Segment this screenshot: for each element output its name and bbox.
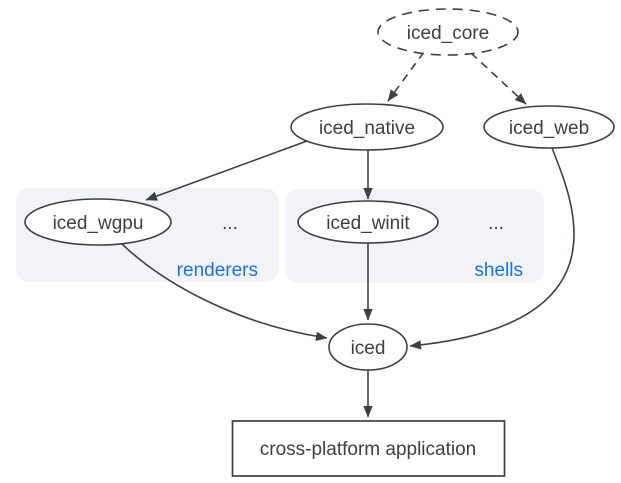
cross-platform-application-label: cross-platform application: [260, 439, 476, 460]
edges: [121, 51, 575, 418]
edge-iced_core-iced_web: [470, 52, 527, 105]
iced-wgpu-ellipse: [24, 198, 172, 246]
node-cross-platform-application: cross-platform application: [231, 420, 506, 477]
node-iced: iced: [328, 323, 408, 371]
iced-native-label: iced_native: [319, 118, 415, 139]
iced-winit-label: iced_winit: [326, 213, 410, 234]
shells-group-label: shells: [474, 260, 523, 281]
iced-core-label: iced_core: [407, 23, 489, 44]
edge-iced_web-iced: [409, 147, 575, 350]
edge-iced_wgpu-iced: [121, 243, 328, 342]
cross-platform-application-rect: [231, 420, 506, 477]
edge-iced_core-iced_native: [387, 51, 425, 102]
iced-wgpu-label: iced_wgpu: [53, 213, 144, 234]
renderers-group-label: renderers: [177, 260, 258, 281]
node-iced-native: iced_native: [290, 103, 444, 151]
renderers-ellipsis: ...: [222, 213, 238, 234]
node-iced-web: iced_web: [483, 105, 615, 149]
node-iced-winit: iced_winit: [297, 200, 439, 244]
iced-web-label: iced_web: [509, 118, 589, 139]
edge-iced_native-iced_wgpu: [145, 140, 308, 201]
node-iced-core: iced_core: [377, 8, 519, 56]
iced-ellipse: [328, 323, 408, 371]
shells-ellipsis: ...: [488, 213, 504, 234]
iced-native-ellipse: [290, 103, 444, 151]
iced-web-ellipse: [483, 105, 615, 149]
iced-label: iced: [351, 338, 386, 359]
iced-winit-ellipse: [297, 200, 439, 244]
node-iced-wgpu: iced_wgpu: [24, 198, 172, 246]
iced-core-ellipse: [377, 8, 519, 56]
